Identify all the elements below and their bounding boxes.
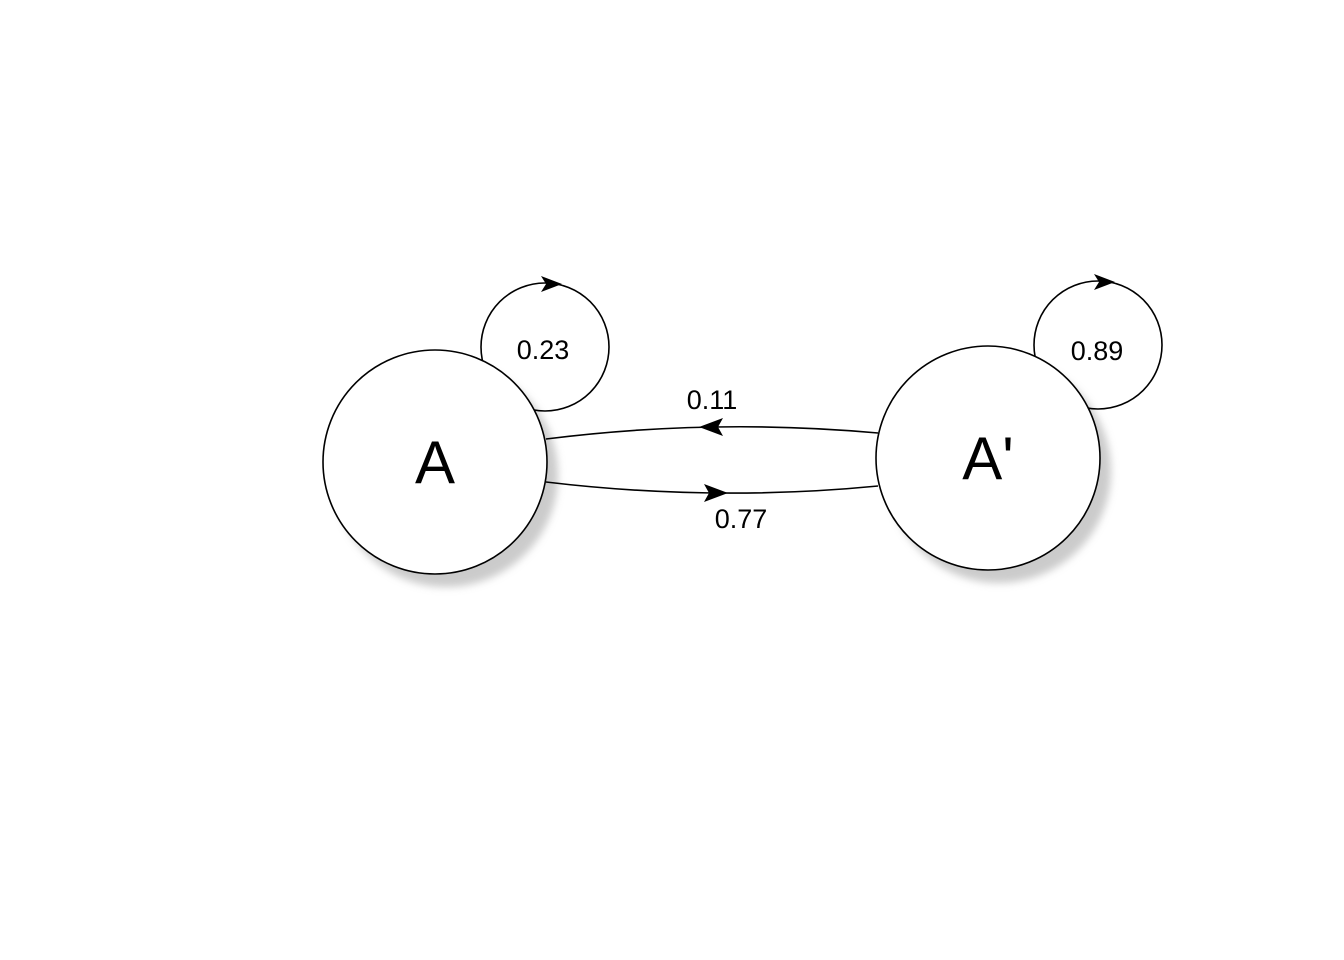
state-a-prime-node <box>875 345 1101 571</box>
edge-a-prime-to-a-arrowhead-icon <box>699 418 723 436</box>
self-loop-a <box>480 282 610 412</box>
self-loop-a-prime <box>1033 280 1163 410</box>
self-loop-a-prime-probability: 0.89 <box>1071 336 1124 366</box>
state-a-label: A <box>415 429 455 496</box>
transition-a-prime-to-a-probability: 0.11 <box>687 385 738 415</box>
self-loop-a-prime-arrowhead-icon <box>1094 274 1115 290</box>
state-a-prime-label: A' <box>962 425 1013 492</box>
edge-a-to-a-prime-arrowhead-icon <box>704 484 728 502</box>
self-loop-a-arrowhead-icon <box>541 276 562 292</box>
state-a-node <box>322 349 548 575</box>
transition-a-to-a-prime-probability: 0.77 <box>715 504 768 534</box>
self-loop-a-probability: 0.23 <box>517 335 570 365</box>
